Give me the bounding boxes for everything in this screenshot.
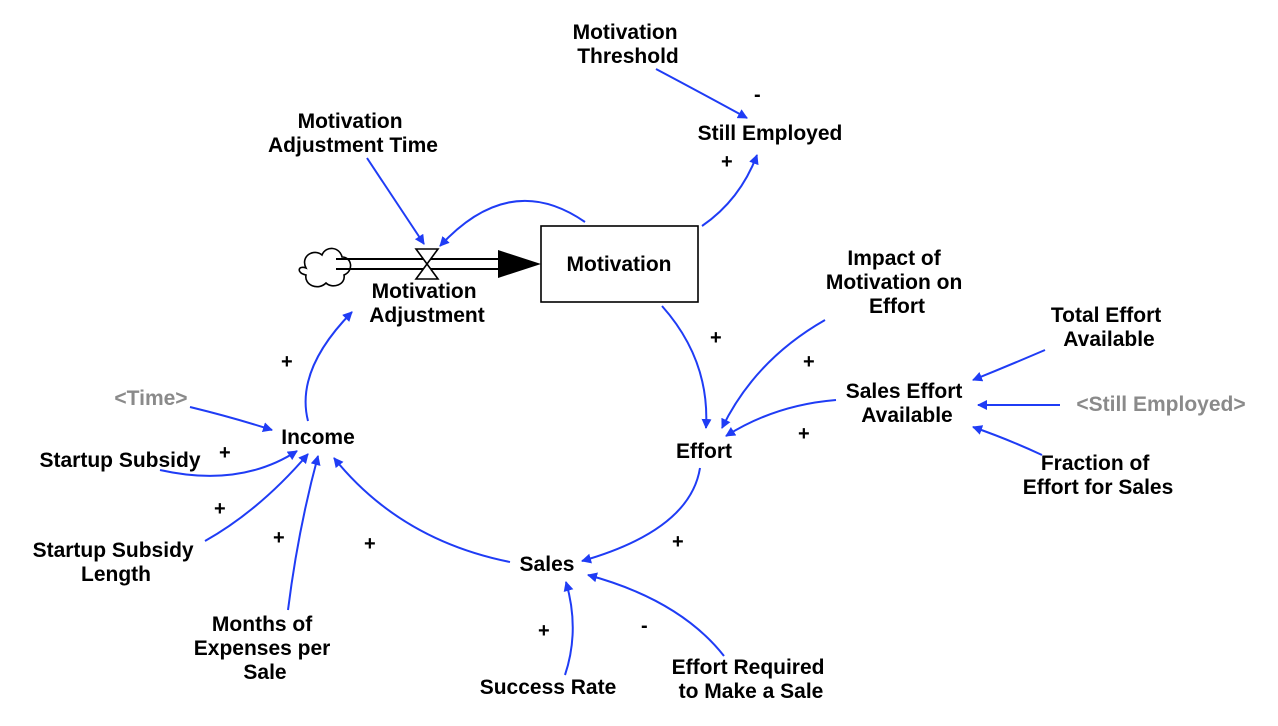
var-income[interactable]: Income (281, 426, 355, 449)
polarity-successrate-sales: + (538, 620, 550, 642)
var-months-of-expenses[interactable]: Months of Expenses per Sale (194, 613, 336, 684)
var-total-effort-available[interactable]: Total Effort Available (1051, 304, 1167, 351)
link-subsidy-income (159, 450, 298, 477)
flow-valve-icon (414, 248, 440, 280)
link-effortrequired-sales (587, 572, 725, 657)
link-fraction-saleseffort (972, 425, 1043, 456)
polarity-impact-effort: + (803, 351, 815, 373)
link-sales-income (333, 457, 511, 563)
polarity-threshold-still-employed: - (754, 84, 761, 106)
stock-motivation-box[interactable] (540, 225, 699, 303)
var-sales[interactable]: Sales (520, 553, 575, 576)
polarity-subsidy-income: + (219, 442, 231, 464)
polarity-months-income: + (273, 527, 285, 549)
link-motivation-effort (661, 305, 712, 429)
var-success-rate[interactable]: Success Rate (480, 676, 617, 699)
link-subsidylength-income (204, 453, 309, 542)
var-motivation-adjustment-time[interactable]: Motivation Adjustment Time (268, 110, 438, 157)
var-effort-required[interactable]: Effort Required to Make a Sale (672, 656, 831, 703)
var-fraction-of-effort[interactable]: Fraction of Effort for Sales (1023, 452, 1174, 499)
link-months-income (287, 455, 321, 611)
link-threshold-still-employed (655, 68, 748, 119)
var-startup-subsidy[interactable]: Startup Subsidy (39, 449, 200, 472)
polarity-motivation-still-employed: + (721, 151, 733, 173)
polarity-sales-income: + (364, 533, 376, 555)
link-motivation-still-employed (701, 154, 759, 227)
var-still-employed[interactable]: Still Employed (698, 122, 843, 145)
link-time-income (189, 406, 273, 432)
polarity-income-adjustment: + (281, 351, 293, 373)
var-startup-subsidy-length[interactable]: Startup Subsidy Length (33, 539, 200, 586)
var-impact-of-motivation[interactable]: Impact of Motivation on Effort (826, 247, 968, 318)
shadow-still-employed[interactable]: <Still Employed> (1076, 393, 1245, 416)
var-effort[interactable]: Effort (676, 440, 732, 463)
link-successrate-sales (563, 581, 574, 676)
polarity-subsidylength-income: + (214, 498, 226, 520)
link-effort-sales (581, 467, 701, 564)
cloud-source-icon (298, 247, 352, 288)
link-impact-effort (721, 319, 826, 429)
var-sales-effort-available[interactable]: Sales Effort Available (846, 380, 969, 427)
link-adjtime-flow (366, 157, 425, 245)
polarity-motivation-effort: + (710, 327, 722, 349)
polarity-saleseffort-effort: + (798, 423, 810, 445)
shadow-time[interactable]: <Time> (114, 387, 187, 410)
link-motivation-flow (439, 199, 586, 247)
link-income-adjustment (304, 311, 353, 422)
polarity-effort-sales: + (672, 531, 684, 553)
link-totaleffort-saleseffort (972, 349, 1046, 382)
polarity-effortrequired-sales: - (641, 615, 648, 637)
flow-motivation-adjustment-label[interactable]: Motivation Adjustment (369, 280, 485, 327)
link-saleseffort-effort (725, 399, 837, 437)
flow-arrowhead (498, 250, 541, 278)
var-motivation-threshold[interactable]: Motivation Threshold (573, 21, 684, 68)
stock-motivation-label: Motivation (567, 253, 672, 276)
